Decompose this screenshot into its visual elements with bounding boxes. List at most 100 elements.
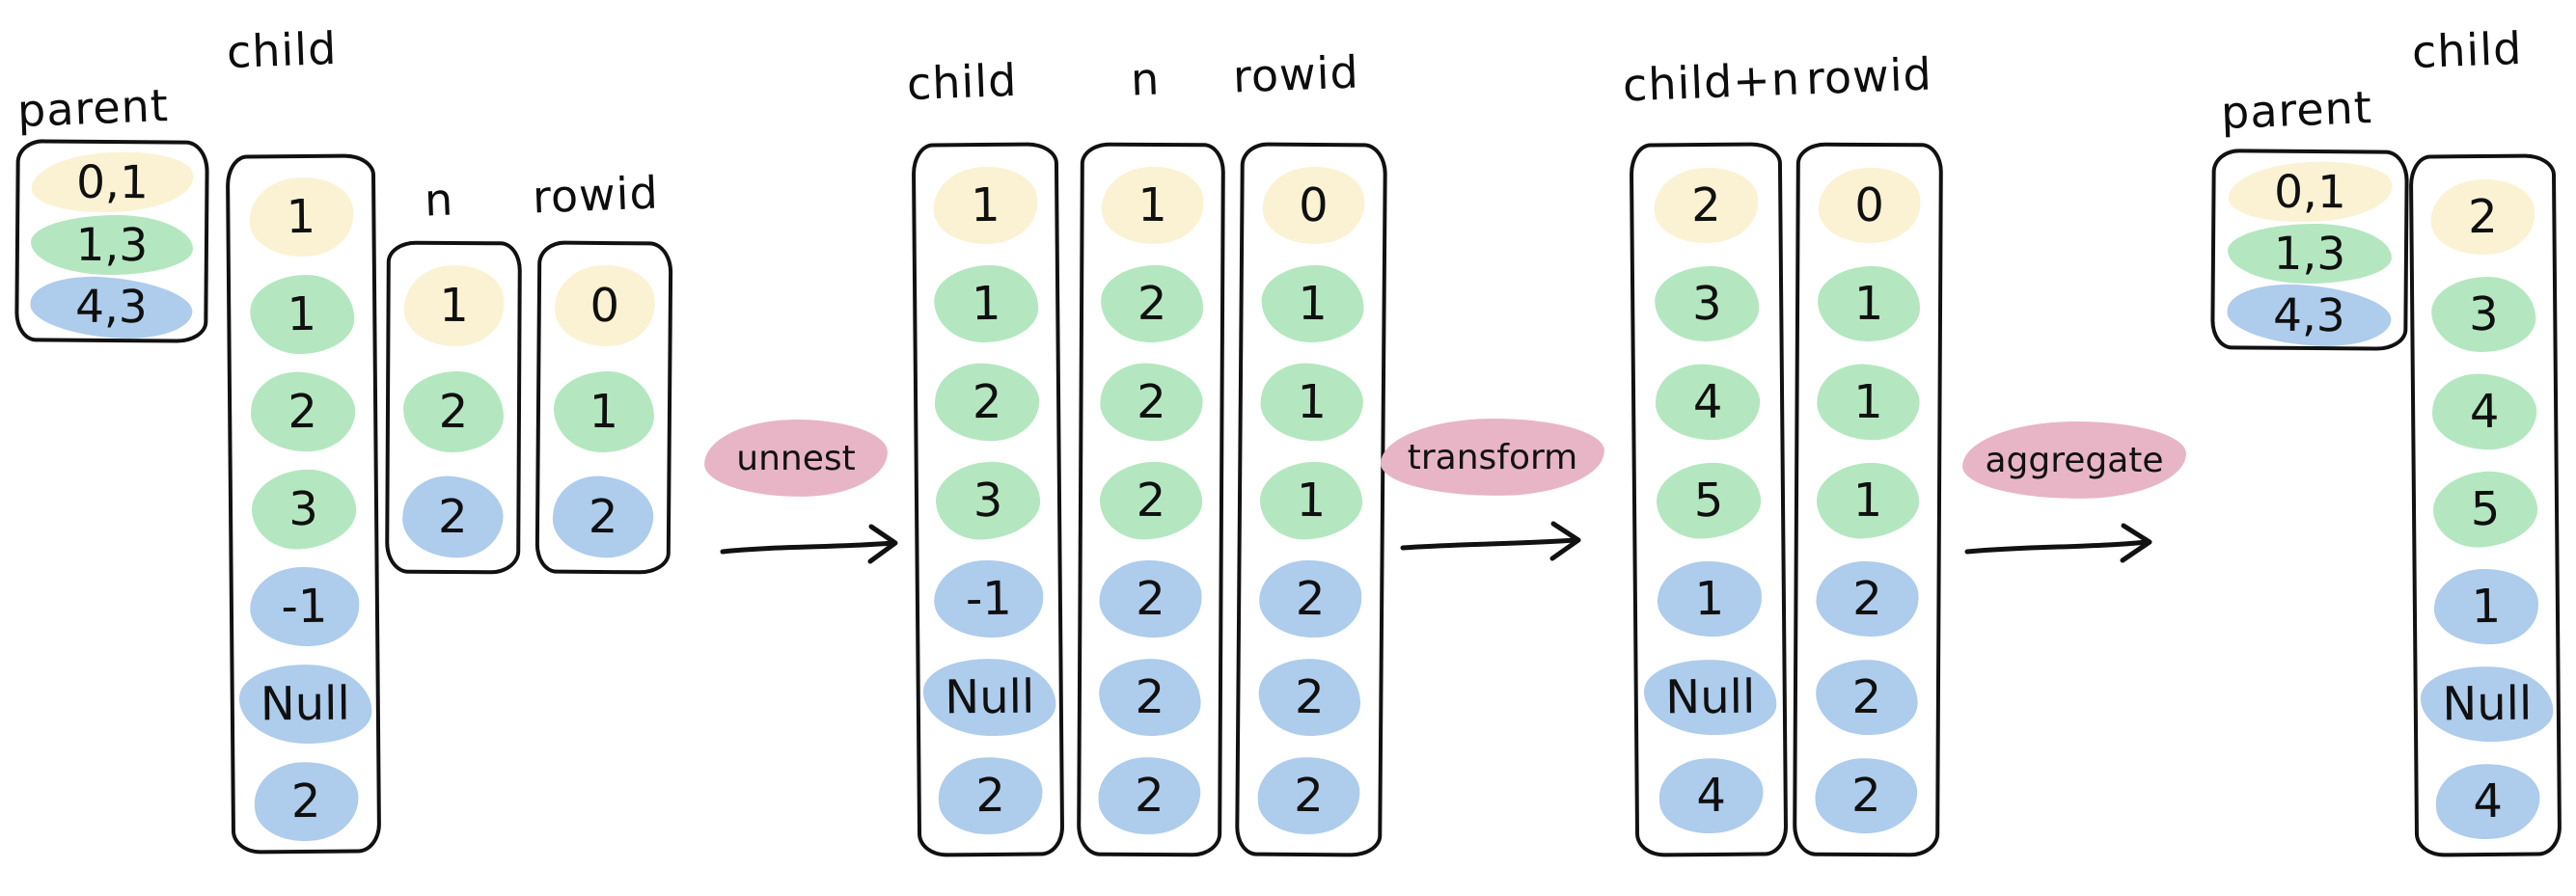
table-cell: Null	[1637, 647, 1783, 747]
table-cell: 2	[1081, 747, 1219, 846]
table-parent-1: 0,1 1,3 4,3	[14, 139, 209, 344]
table-cell: 2	[1241, 549, 1381, 648]
table-cell: 2	[1797, 648, 1937, 747]
table-cell: 5	[2416, 459, 2556, 557]
cell-value: 0,1	[75, 155, 150, 210]
table-n-1: 1 2 2	[385, 240, 522, 575]
table-cell: 2	[1082, 451, 1220, 551]
cell-value: -1	[281, 579, 328, 634]
table-cell: 2	[1083, 255, 1221, 354]
unnest-text: unnest	[736, 438, 856, 478]
table-cell: 1	[917, 254, 1056, 353]
table-cell: 2	[1796, 747, 1936, 846]
table-cell: 1	[1242, 352, 1382, 451]
column-header-parent-4: parent	[2220, 81, 2373, 139]
table-cell: 1	[1798, 451, 1938, 551]
aggregate-text: aggregate	[1985, 440, 2164, 480]
cell-value: 2	[1136, 473, 1166, 529]
operation-label-unnest: unnest	[703, 418, 889, 499]
table-cell: 1	[1799, 255, 1939, 354]
cell-value: 1	[286, 189, 316, 244]
table-cell: 1	[390, 253, 518, 359]
cell-value: 2	[288, 384, 318, 439]
table-cell: 1	[231, 264, 373, 363]
operation-label-aggregate: aggregate	[1961, 419, 2187, 502]
table-cell: Null	[233, 654, 376, 752]
table-rowid-2: 0 1 1 1 2 2 2	[1235, 142, 1387, 857]
cell-value: 2	[2467, 189, 2498, 244]
arrow-unnest	[720, 524, 898, 564]
cell-value: 2	[1137, 374, 1166, 430]
table-cell: 3	[918, 450, 1058, 550]
table-cell: 0	[1244, 155, 1384, 255]
column-header-child-2: child	[906, 53, 1019, 111]
table-cell: -1	[233, 557, 375, 655]
cell-value: 1	[1298, 276, 1329, 332]
cell-value: 2	[438, 384, 469, 439]
table-cell: 1	[916, 155, 1055, 255]
cell-value: 4,3	[74, 280, 149, 335]
transform-text: transform	[1407, 437, 1578, 477]
cell-value: 3	[2468, 286, 2499, 341]
table-cell: 4	[1635, 352, 1781, 451]
cell-value: 1	[1297, 374, 1328, 430]
table-cell: 2	[1082, 353, 1220, 452]
column-header-rowid-1: rowid	[532, 166, 660, 224]
table-cell: 2	[1082, 648, 1219, 747]
table-cell: 1	[1798, 353, 1938, 452]
cell-value: 1	[439, 278, 469, 333]
cell-value: 1	[287, 286, 317, 341]
cell-value: 4,3	[2272, 288, 2346, 342]
table-cell: 1	[230, 167, 372, 265]
cell-value: 0	[1298, 177, 1329, 233]
cell-value: 5	[2470, 481, 2501, 536]
table-cell: 3	[1634, 254, 1780, 353]
table-cell: 0,1	[2215, 156, 2404, 228]
cell-value: 2	[1852, 571, 1882, 627]
column-header-child-1: child	[226, 21, 339, 79]
table-cell: 0	[540, 252, 669, 359]
operation-label-transform: transform	[1380, 416, 1605, 499]
cell-value: 1	[1853, 374, 1883, 430]
cell-value: 1,3	[75, 218, 149, 272]
column-header-parent-1: parent	[16, 79, 170, 137]
cell-value: 1	[1853, 276, 1884, 332]
cell-value: 0	[1854, 177, 1885, 233]
cell-value: -1	[965, 571, 1013, 627]
cell-value: 2	[972, 374, 1002, 430]
table-cell: 2	[390, 358, 518, 464]
cell-value: 2	[1294, 669, 1325, 725]
cell-value: 2	[437, 490, 468, 545]
table-cell: 1	[1636, 549, 1782, 648]
arrow-aggregate	[1964, 523, 2152, 563]
cell-value: 1	[971, 276, 1001, 332]
table-cell: 3	[233, 459, 375, 557]
table-cell: 2	[2413, 167, 2553, 265]
arrow-transform	[1400, 521, 1581, 561]
table-cell: 2	[1240, 647, 1380, 747]
table-cell: 3	[2414, 264, 2554, 363]
table-parent-4: 0,1 1,3 4,3	[2210, 149, 2409, 352]
cell-value: 1,3	[2273, 227, 2346, 281]
cell-value: Null	[2442, 676, 2533, 731]
table-cell: 0	[1799, 156, 1939, 256]
table-cell: 4,3	[2214, 279, 2403, 352]
cell-value: 2	[1134, 768, 1165, 824]
cell-value: 1	[970, 177, 1000, 233]
table-cell: 2	[389, 464, 517, 570]
cell-value: 2	[1294, 768, 1325, 824]
cell-value: 3	[1691, 276, 1722, 332]
cell-value: 0,1	[2273, 165, 2347, 219]
table-cell: 2	[920, 746, 1060, 845]
table-cell: 5	[1636, 450, 1782, 550]
cell-value: 3	[973, 473, 1003, 529]
cell-value: 1	[1296, 473, 1327, 529]
table-cell: 4,3	[18, 271, 205, 344]
table-cell: 2	[918, 352, 1057, 451]
